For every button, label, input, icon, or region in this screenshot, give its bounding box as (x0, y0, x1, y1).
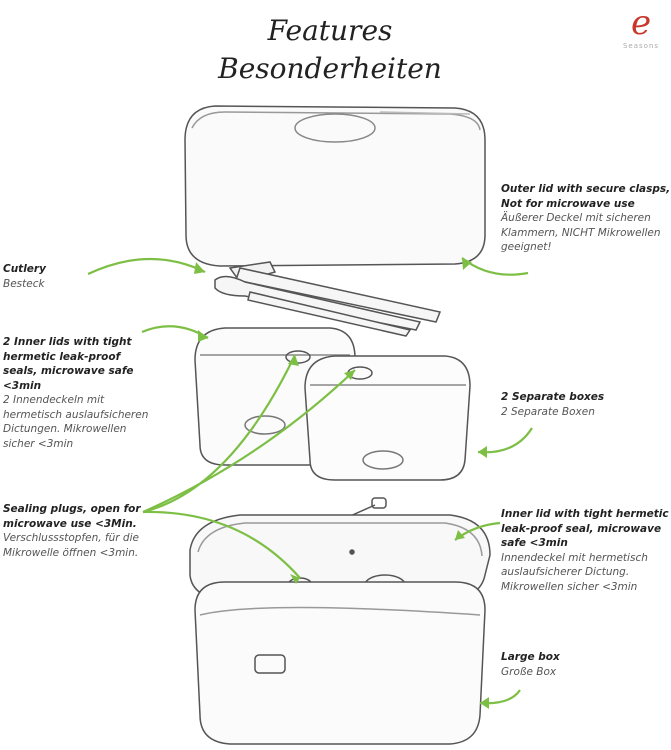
callout-cutlery: Cutlery Besteck (3, 263, 46, 290)
callout-inner-lids: 2 Inner lids with tight hermetic leak-pr… (3, 336, 149, 450)
large-box-sketch (194, 581, 486, 745)
small-box-right-sketch (304, 355, 471, 481)
logo-text: Seasons (622, 42, 660, 50)
callout-sealing-plugs: Sealing plugs, open for microwave use <3… (3, 503, 141, 559)
callout-outer-lid: Outer lid with secure clasps, Not for mi… (501, 183, 671, 253)
inner-lid-sketch (189, 514, 491, 603)
brand-logo: e Seasons (612, 4, 670, 50)
callout-arrows (87, 257, 533, 705)
callout-inner-lid: Inner lid with tight hermetic leak-proof… (501, 508, 669, 593)
title-de: Besonderheiten (218, 52, 442, 85)
outer-lid-sketch (184, 105, 486, 267)
title-en: Features (267, 14, 393, 47)
cutlery-sketch (214, 267, 442, 337)
arrow-cutlery (87, 257, 206, 275)
logo-mark: e (630, 3, 652, 43)
callout-large-box: Large box Große Box (501, 651, 560, 678)
arrow-plugs-3 (142, 510, 301, 579)
arrow-plugs-1 (142, 354, 296, 514)
callout-separate-boxes: 2 Separate boxes 2 Separate Boxen (501, 391, 605, 418)
arrowheads (194, 258, 489, 709)
arrow-plugs-2 (142, 369, 356, 514)
